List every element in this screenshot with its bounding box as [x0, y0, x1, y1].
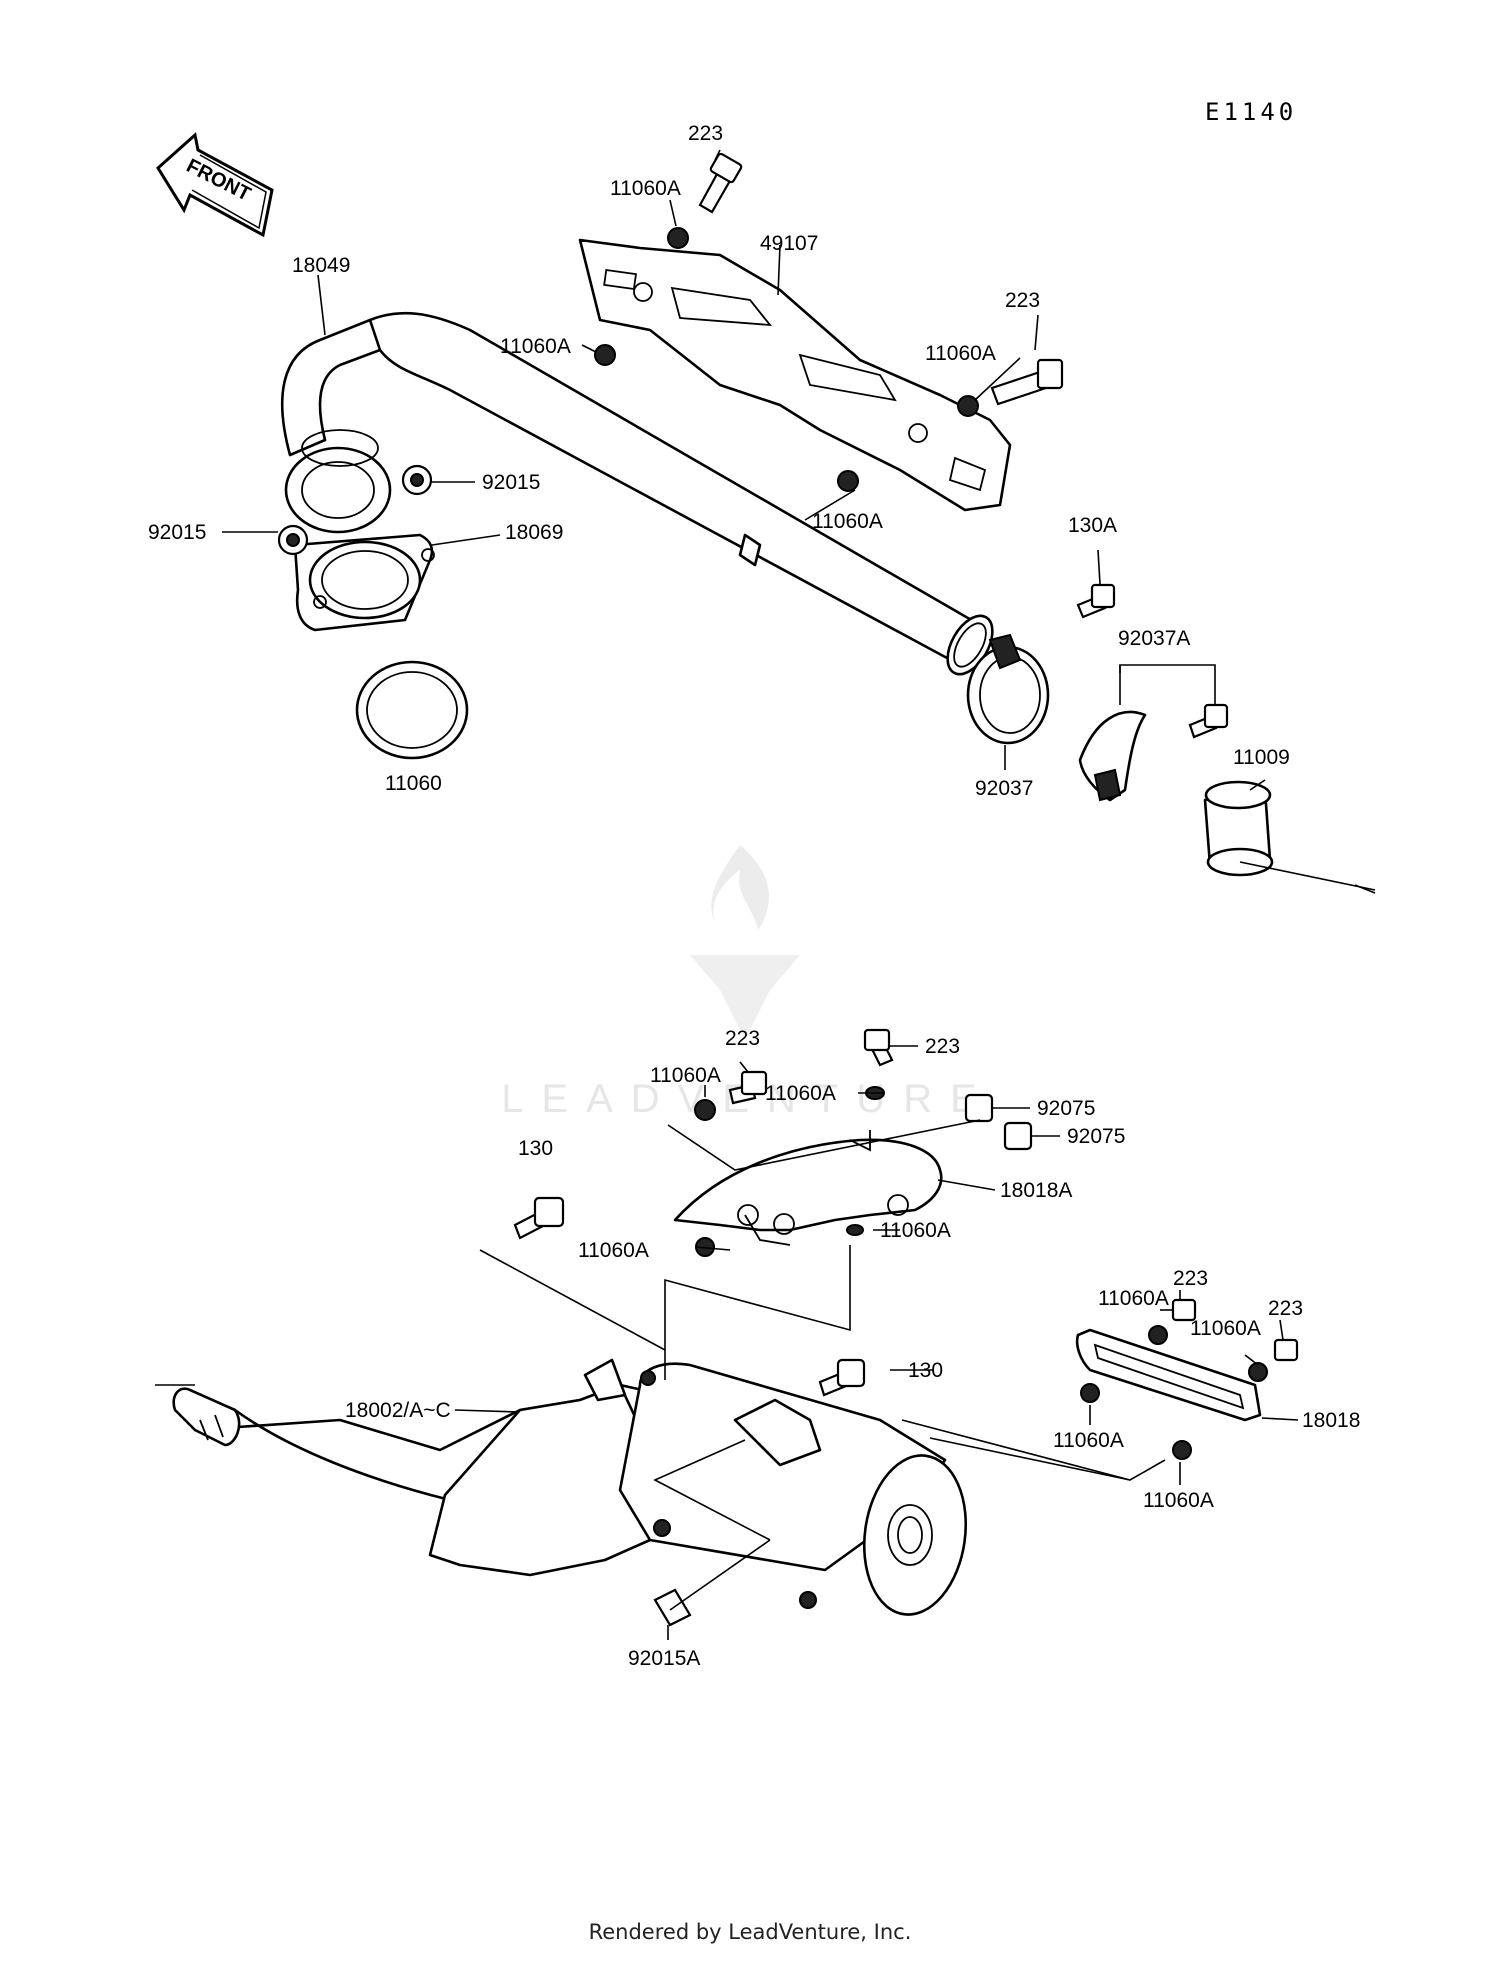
- callout-223: 223: [1173, 1267, 1208, 1290]
- callout-223: 223: [925, 1035, 960, 1058]
- callout-92015: 92015: [482, 471, 540, 494]
- callout-49107: 49107: [760, 232, 818, 255]
- callout-11009: 11009: [1233, 746, 1290, 769]
- callout-11060a: 11060A: [880, 1219, 951, 1242]
- callout-11060a: 11060A: [578, 1239, 649, 1262]
- leader-lines: [155, 149, 1376, 1640]
- callout-18049: 18049: [292, 254, 350, 277]
- heat-cover-18018: [1075, 1328, 1262, 1422]
- callout-130a: 130A: [1068, 514, 1117, 537]
- callout-223: 223: [1005, 289, 1040, 312]
- callout-11060a: 11060A: [500, 335, 571, 358]
- callout-130: 130: [518, 1137, 553, 1160]
- callout-92075: 92075: [1037, 1097, 1095, 1120]
- callout-92075: 92075: [1067, 1125, 1125, 1148]
- callout-18018a: 18018A: [1000, 1179, 1072, 1202]
- callout-11060a: 11060A: [765, 1082, 836, 1105]
- callout-11060a: 11060A: [650, 1064, 721, 1087]
- upper-fasteners: [277, 152, 1229, 739]
- callout-92037a: 92037A: [1118, 627, 1190, 650]
- callout-11060a: 11060A: [1053, 1429, 1124, 1452]
- callout-11060a: 11060A: [925, 342, 996, 365]
- footer-credit: Rendered by LeadVenture, Inc.: [588, 1920, 912, 1944]
- exhaust-pipe: [280, 311, 994, 676]
- callout-223: 223: [725, 1027, 760, 1050]
- muffler-18002: [172, 1358, 968, 1616]
- callout-11060a: 11060A: [610, 177, 681, 200]
- callout-223: 223: [688, 122, 723, 145]
- callout-18002: 18002/A~C: [345, 1399, 451, 1422]
- callout-11060: 11060: [385, 772, 442, 795]
- callout-223: 223: [1268, 1297, 1303, 1320]
- callout-18018: 18018: [1302, 1409, 1360, 1432]
- gasket-11060: [355, 660, 469, 760]
- clamp-92037a: [1078, 710, 1147, 802]
- heat-guard-49107: [578, 238, 1012, 512]
- diagram-id: E1140: [1205, 98, 1297, 126]
- callout-labels: 223 11060A 49107 18049 11060A 223 11060A…: [148, 122, 1360, 1670]
- callout-11060a: 11060A: [1098, 1287, 1169, 1310]
- callout-11060a: 11060A: [1190, 1317, 1261, 1340]
- heat-cover-18018a: [673, 1130, 943, 1246]
- sleeve-11009: [1203, 780, 1274, 877]
- front-arrow-icon: FRONT: [156, 132, 274, 238]
- callout-92015: 92015: [148, 521, 206, 544]
- clamp-92037: [966, 633, 1050, 745]
- callout-11060a: 11060A: [1143, 1489, 1214, 1512]
- callout-92015a: 92015A: [628, 1647, 700, 1670]
- callout-18069: 18069: [505, 521, 563, 544]
- lower-fasteners: [513, 1028, 1299, 1627]
- callout-92037: 92037: [975, 777, 1033, 800]
- callout-130: 130: [908, 1359, 943, 1382]
- callout-11060a: 11060A: [812, 510, 883, 533]
